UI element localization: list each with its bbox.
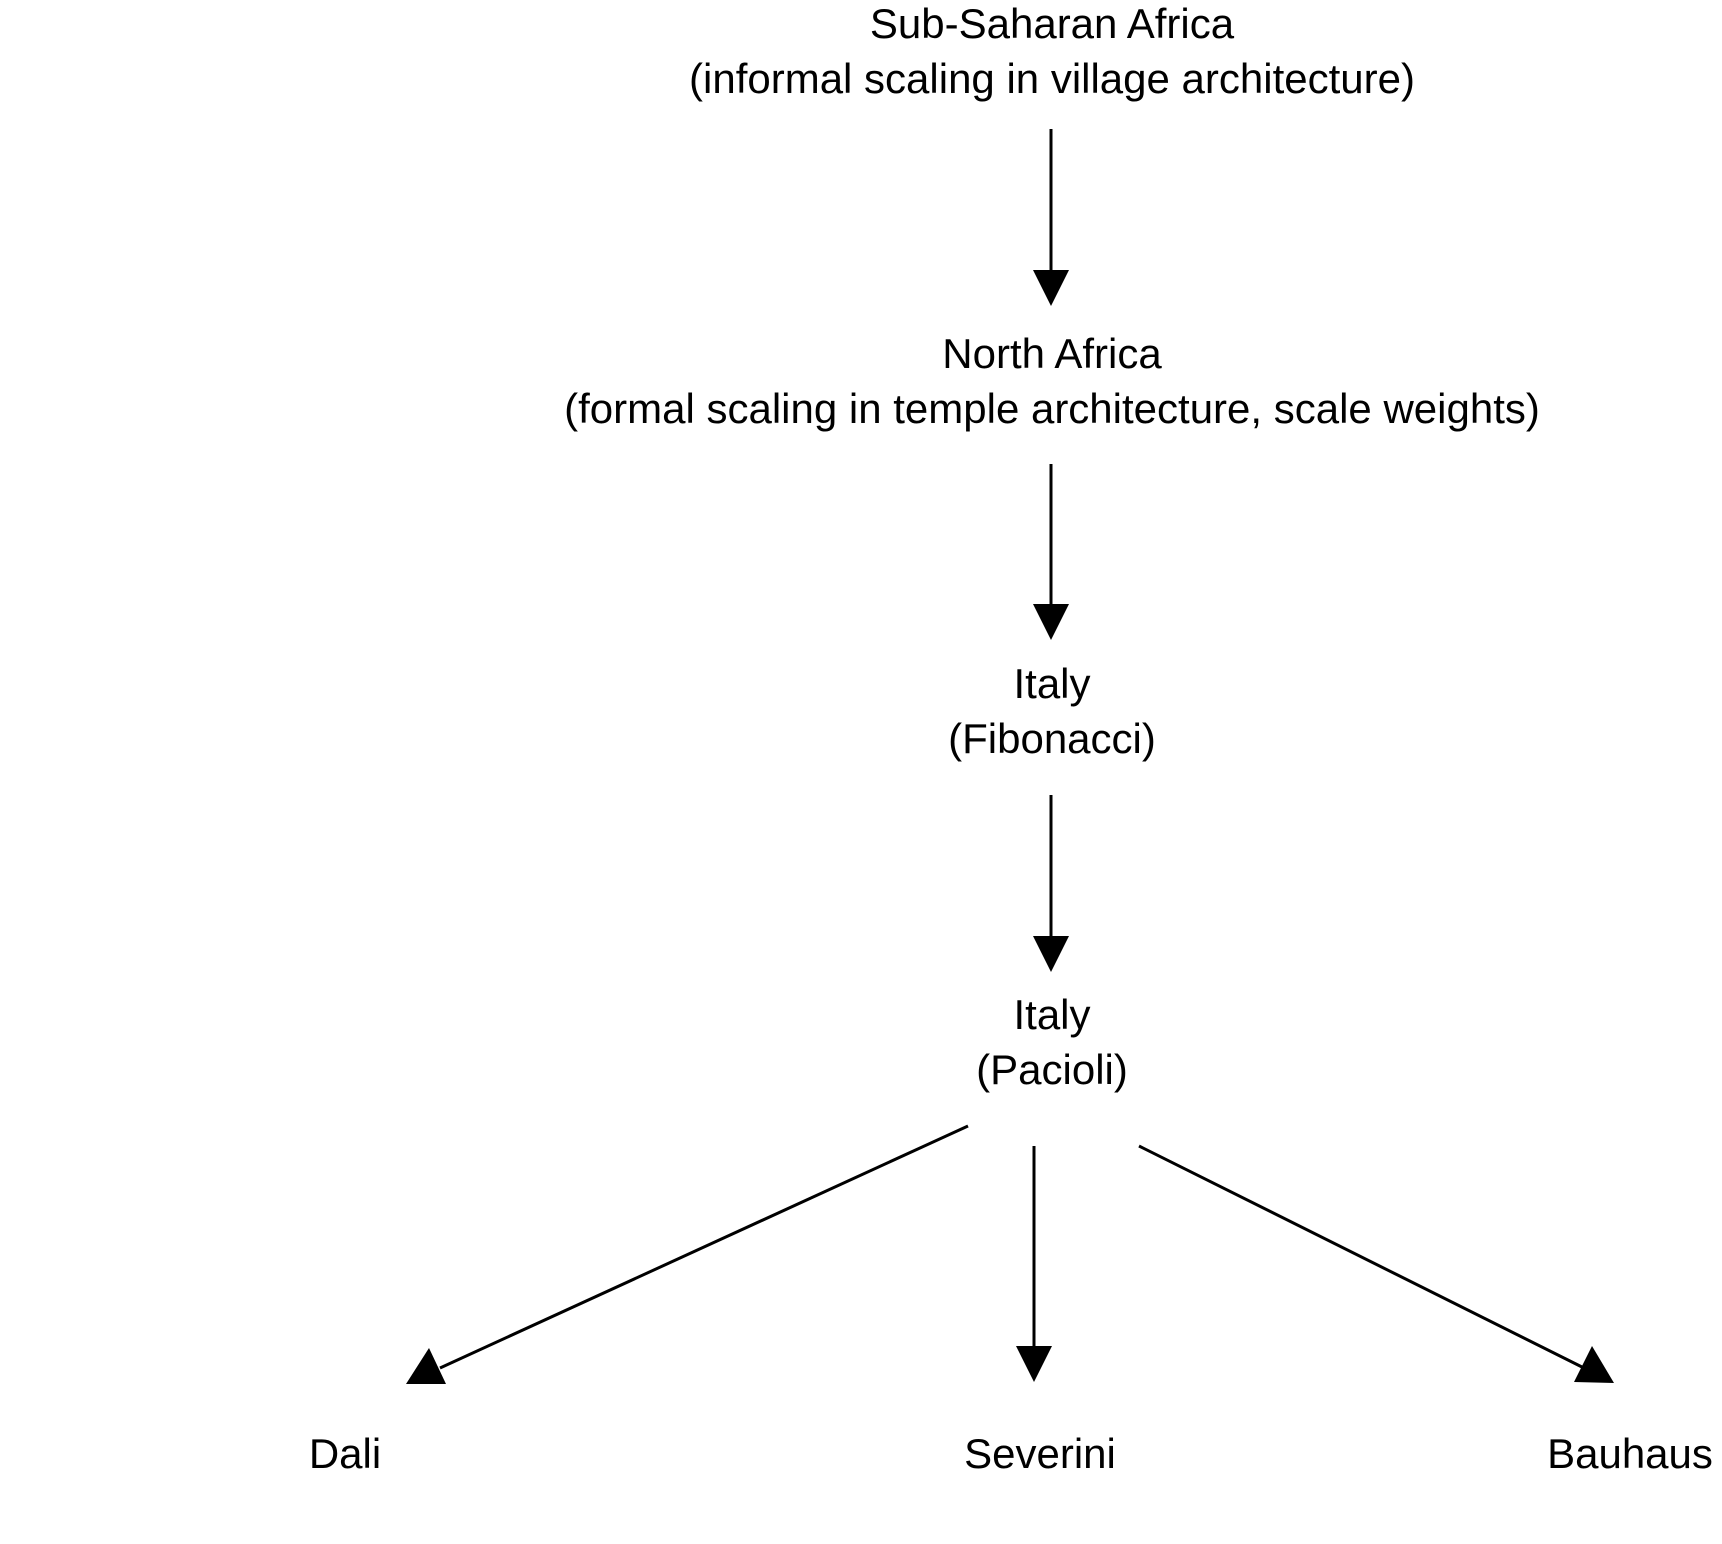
arrowhead-icon (1574, 1346, 1614, 1383)
node-title: Italy (1013, 991, 1091, 1038)
edge-line (439, 1124, 969, 1370)
node-subtitle: (informal scaling in village architectur… (689, 55, 1415, 102)
edge-subsahara-to-northafrica (1033, 129, 1069, 306)
arrowhead-icon (1016, 1346, 1052, 1382)
arrowhead-icon (406, 1348, 446, 1384)
node-title: Sub-Saharan Africa (869, 0, 1235, 47)
node-dali: Dali (145, 1426, 545, 1481)
edge-fibonacci-to-pacioli (1033, 795, 1069, 972)
node-title: Severini (964, 1430, 1116, 1477)
arrowhead-icon (1033, 604, 1069, 640)
node-severini: Severini (840, 1426, 1240, 1481)
node-title: Bauhaus (1547, 1430, 1713, 1477)
node-title: Italy (1013, 660, 1091, 707)
node-italy-fibonacci: Italy (Fibonacci) (0, 656, 1722, 766)
edge-line (1138, 1144, 1585, 1370)
node-bauhaus: Bauhaus (1430, 1426, 1722, 1481)
node-subtitle: (Fibonacci) (948, 715, 1156, 762)
node-north-africa: North Africa (formal scaling in temple a… (0, 326, 1722, 436)
node-italy-pacioli: Italy (Pacioli) (0, 987, 1722, 1097)
node-subtitle: (formal scaling in temple architecture, … (564, 385, 1540, 432)
edge-pacioli-to-severini (1016, 1146, 1052, 1382)
node-title: Dali (308, 1430, 382, 1477)
edge-pacioli-to-bauhaus (1138, 1144, 1614, 1383)
node-title: North Africa (942, 330, 1162, 377)
node-sub-saharan-africa: Sub-Saharan Africa (informal scaling in … (0, 0, 1722, 106)
node-subtitle: (Pacioli) (976, 1046, 1128, 1093)
arrowhead-icon (1033, 270, 1069, 306)
edge-northafrica-to-fibonacci (1033, 464, 1069, 640)
arrowhead-icon (1033, 936, 1069, 972)
edge-pacioli-to-dali (406, 1124, 969, 1384)
